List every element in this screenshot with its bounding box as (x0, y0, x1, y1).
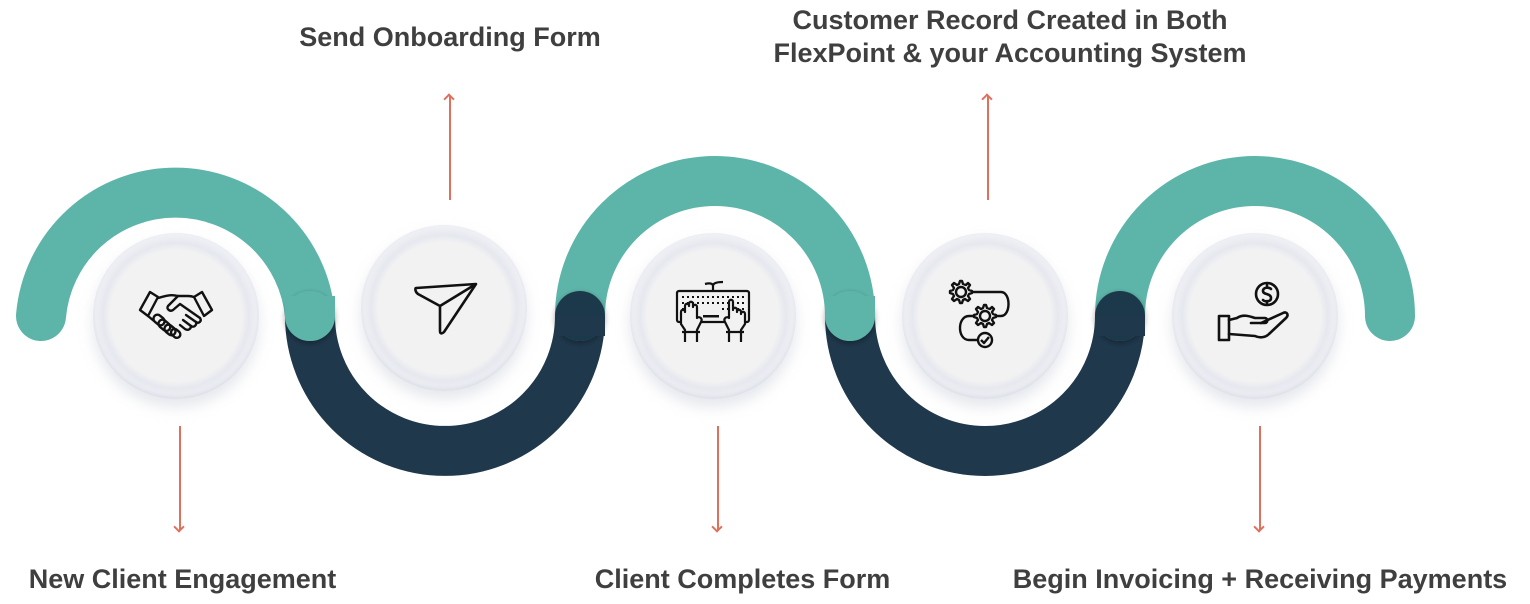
step-2-label: Send Onboarding Form (299, 22, 601, 52)
step-1-disc (93, 233, 259, 399)
step-4-label-line-2: FlexPoint & your Accounting System (773, 38, 1247, 68)
arrow-step-1 (179, 426, 181, 530)
arc-segment-navy-2 (825, 291, 1145, 476)
gears-workflow-icon (948, 279, 1010, 349)
arc-segment-teal-3 (1095, 156, 1415, 341)
step-3-disc (630, 233, 796, 399)
step-4-disc (902, 233, 1068, 399)
step-1-label: New Client Engagement (28, 564, 337, 594)
arrow-step-5 (1259, 426, 1261, 530)
keyboard-typing-icon (675, 280, 751, 342)
arc-segment-teal-2 (555, 156, 875, 341)
paper-plane-icon (414, 282, 478, 335)
arrow-step-4 (987, 96, 989, 200)
step-5-disc (1172, 233, 1338, 399)
step-4-label: Customer Record Created in Both FlexPoin… (740, 4, 1280, 70)
handshake-icon (138, 290, 214, 340)
arrow-step-2 (449, 96, 451, 200)
arc-segment-navy-1 (285, 291, 605, 476)
arrow-step-3 (717, 426, 719, 530)
step-5-label: Begin Invoicing + Receiving Payments (1012, 564, 1508, 594)
step-3-label: Client Completes Form (594, 564, 891, 594)
step-2-disc (361, 225, 527, 391)
hand-dollar-icon (1217, 281, 1289, 342)
arc-segment-teal-1 (16, 167, 335, 341)
step-4-label-line-1: Customer Record Created in Both (792, 5, 1228, 35)
